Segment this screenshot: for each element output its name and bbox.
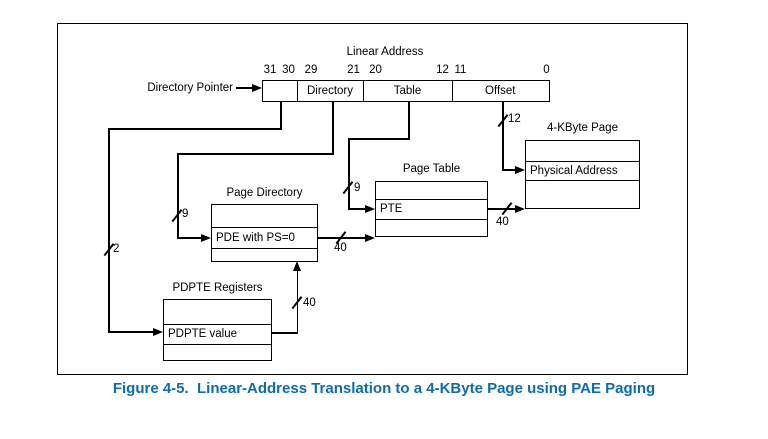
- table-arrowhead-icon: [365, 204, 375, 213]
- dir-line-h1: [177, 153, 334, 155]
- physical-address-row: Physical Address: [526, 160, 639, 181]
- pde-out-arrowhead-icon: [365, 233, 375, 242]
- segment-directory-pointer: [263, 81, 297, 101]
- directory-pointer-label: Directory Pointer: [147, 82, 233, 94]
- offset-line-h1: [502, 169, 517, 171]
- dir-arrowhead-icon: [201, 233, 211, 242]
- bit-label-30: 30: [282, 64, 295, 76]
- bit-label-31: 31: [263, 64, 277, 76]
- offset-bus-width: 12: [508, 113, 521, 125]
- dp-line-v2: [108, 128, 110, 332]
- bit-label-20: 20: [369, 64, 382, 76]
- segment-directory: Directory: [296, 81, 363, 101]
- page-row-empty: [526, 180, 639, 207]
- pdpte-row-empty: [164, 343, 271, 360]
- pdpte-row-empty: [164, 300, 271, 324]
- page-table-row-empty: [376, 182, 487, 199]
- pdpte-registers-box: PDPTE value: [163, 299, 272, 361]
- bit-label-0: 0: [543, 64, 550, 76]
- page-directory-title: Page Directory: [226, 187, 303, 199]
- table-line-v2: [348, 138, 350, 210]
- bit-label-11: 11: [454, 64, 467, 76]
- dp-arrowhead-icon: [153, 327, 163, 336]
- table-line-v1: [408, 102, 410, 139]
- page-directory-row-empty: [212, 205, 317, 227]
- dir-line-v1: [332, 102, 334, 153]
- pte-out-line: [488, 208, 517, 210]
- page-table-row-empty: [376, 218, 487, 236]
- bit-label-12: 12: [436, 64, 449, 76]
- 4-kbyte-page-box: Physical Address: [525, 140, 640, 209]
- pte-row: PTE: [376, 198, 487, 219]
- offset-arrowhead-icon: [515, 165, 525, 174]
- pdpte-out-line-h: [272, 332, 298, 334]
- segment-table: Table: [362, 81, 452, 101]
- page-directory-row-empty: [212, 247, 317, 261]
- pde-out-line: [318, 237, 366, 239]
- pdpte-registers-title: PDPTE Registers: [172, 282, 263, 294]
- linear-address-title: Linear Address: [346, 46, 424, 58]
- table-line-h1: [348, 138, 410, 140]
- linear-address-box: Directory Table Offset: [262, 80, 550, 102]
- table-bus-width: 9: [354, 182, 361, 194]
- pdpte-bus-width: 40: [303, 297, 316, 309]
- directory-pointer-arrowhead-icon: [252, 83, 262, 92]
- pte-out-arrowhead-icon: [515, 204, 525, 213]
- dir-line-h2: [177, 237, 202, 239]
- dp-line-h1: [108, 128, 282, 130]
- page-table-title: Page Table: [402, 163, 461, 175]
- pde-row: PDE with PS=0: [212, 226, 317, 248]
- page-table-box: PTE: [375, 181, 488, 237]
- directory-pointer-arrow-line: [236, 87, 254, 89]
- page-directory-box: PDE with PS=0: [211, 204, 318, 262]
- dp-line-v1: [280, 102, 282, 128]
- bit-label-21: 21: [347, 64, 360, 76]
- 4-kbyte-page-title: 4-KByte Page: [547, 122, 618, 134]
- dp-bus-width: 2: [113, 243, 120, 255]
- page-row-empty: [526, 141, 639, 161]
- segment-offset: Offset: [451, 81, 549, 101]
- dp-line-h2: [108, 331, 154, 333]
- offset-line-v1: [502, 102, 504, 170]
- dir-line-v2: [177, 153, 179, 239]
- table-line-h2: [348, 208, 366, 210]
- pte-bus-width: 40: [496, 216, 509, 228]
- dir-bus-width: 9: [182, 208, 189, 220]
- pdpte-out-arrowhead-icon: [293, 261, 302, 271]
- pdpte-value-row: PDPTE value: [164, 324, 271, 344]
- pde-bus-width: 40: [334, 242, 347, 254]
- bit-label-29: 29: [304, 64, 318, 76]
- figure-caption: Figure 4-5. Linear-Address Translation t…: [112, 380, 656, 397]
